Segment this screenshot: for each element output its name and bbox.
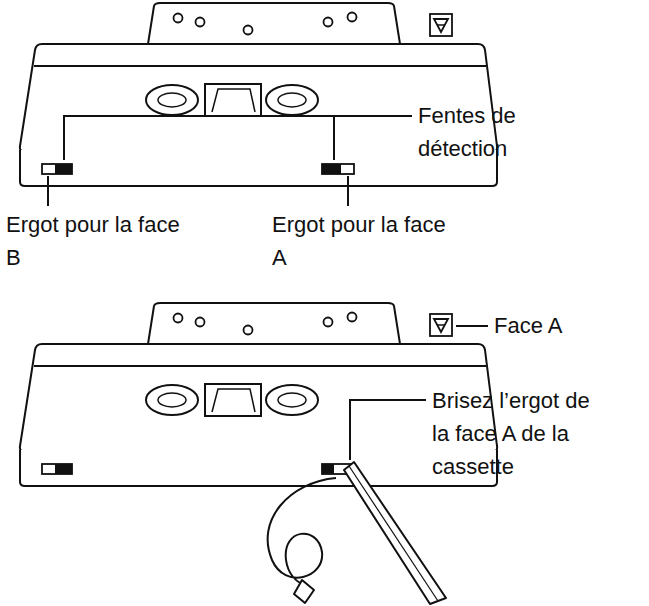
tab-label: Ergot pour la face A xyxy=(272,208,447,274)
leader-lines xyxy=(48,116,412,206)
slot-label: Fentes de détection xyxy=(418,99,568,165)
cassette-bottom xyxy=(20,303,497,486)
screwdriver xyxy=(268,462,446,604)
instruction-label: Brisez l’ergot de la face A de la casset… xyxy=(432,384,604,483)
side-label: Face A xyxy=(494,309,614,342)
tab-label: Ergot pour la face B xyxy=(6,208,181,274)
